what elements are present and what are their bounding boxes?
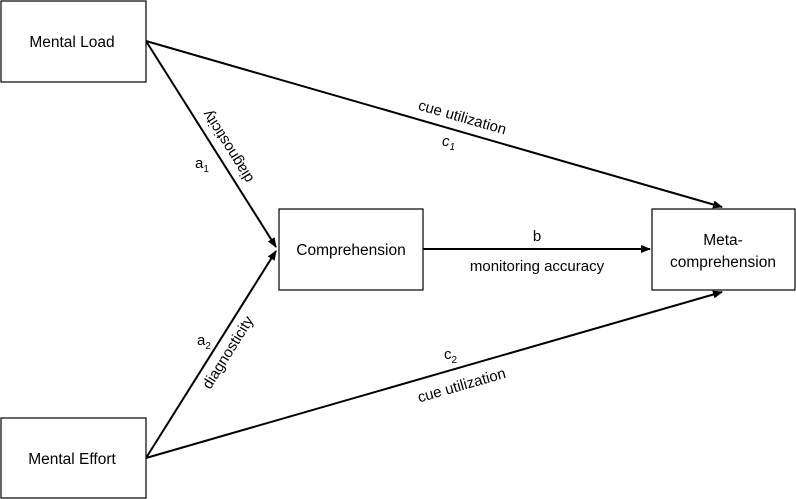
path-label-a1: a1	[195, 155, 209, 175]
path-label-a1-letter: a	[195, 155, 204, 172]
node-meta-comprehension-line1: Meta-	[703, 232, 743, 249]
path-label-a2: a2	[197, 332, 211, 352]
path-label-a1-sub: 1	[203, 164, 209, 175]
path-label-c1-sub: 1	[450, 142, 456, 153]
path-label-c1-letter: c	[442, 133, 450, 150]
path-label-a2-letter: a	[197, 332, 206, 349]
path-label-b: b	[533, 228, 541, 245]
node-mental-effort: Mental Effort	[0, 417, 147, 499]
arrow-load-to-comprehension	[145, 40, 277, 248]
node-mental-load-label: Mental Load	[29, 34, 114, 51]
edge-label-diagnosticity-lower: diagnosticity	[199, 313, 257, 392]
node-comprehension: Comprehension	[278, 208, 424, 291]
path-label-c2-letter: c	[444, 346, 452, 363]
node-mental-load: Mental Load	[0, 0, 147, 83]
node-mental-effort-label: Mental Effort	[28, 451, 116, 468]
arrow-effort-to-comprehension	[145, 250, 277, 459]
node-comprehension-label: Comprehension	[296, 242, 405, 259]
arrow-load-to-meta	[145, 40, 723, 209]
path-label-c2: c2	[444, 346, 458, 366]
node-meta-comprehension: Meta- comprehension	[651, 208, 796, 291]
edge-label-cue-utilization-lower: cue utilization	[416, 365, 508, 406]
path-label-a2-sub: 2	[205, 341, 211, 352]
arrow-effort-to-meta	[145, 290, 723, 459]
edge-label-monitoring-accuracy: monitoring accuracy	[470, 258, 605, 275]
node-meta-comprehension-line2: comprehension	[670, 254, 776, 271]
path-label-c1: c1	[442, 133, 455, 153]
path-label-c2-sub: 2	[452, 355, 458, 366]
